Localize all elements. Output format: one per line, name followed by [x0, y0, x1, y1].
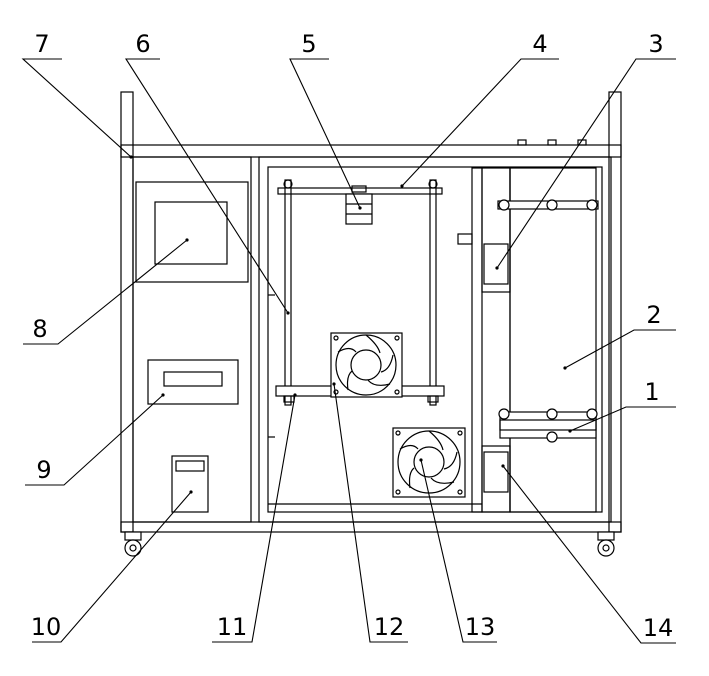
callout-label-5: 5 — [301, 30, 316, 58]
callout-label-9: 9 — [36, 456, 51, 484]
right-caster — [597, 531, 615, 557]
callout-label-4: 4 — [532, 30, 547, 58]
callout-label-7: 7 — [34, 30, 49, 58]
fan-lower — [392, 427, 466, 498]
callout-label-12: 12 — [374, 613, 405, 641]
callout-labels: 1 2 3 4 5 6 7 8 9 10 11 12 13 14 — [31, 30, 674, 642]
callout-label-3: 3 — [648, 30, 663, 58]
fan-upper — [330, 332, 403, 398]
left-caster — [124, 531, 142, 557]
leader-lines — [21, 58, 676, 644]
callout-label-8: 8 — [32, 315, 47, 343]
callout-label-11: 11 — [217, 613, 248, 641]
right-compartment — [481, 167, 599, 513]
callout-label-14: 14 — [643, 614, 674, 642]
callout-label-13: 13 — [465, 613, 496, 641]
callout-label-1: 1 — [644, 378, 659, 406]
control-panel — [132, 156, 252, 523]
callout-label-10: 10 — [31, 613, 62, 641]
outer-frame — [120, 91, 622, 557]
callout-label-2: 2 — [646, 301, 661, 329]
callout-label-6: 6 — [135, 30, 150, 58]
